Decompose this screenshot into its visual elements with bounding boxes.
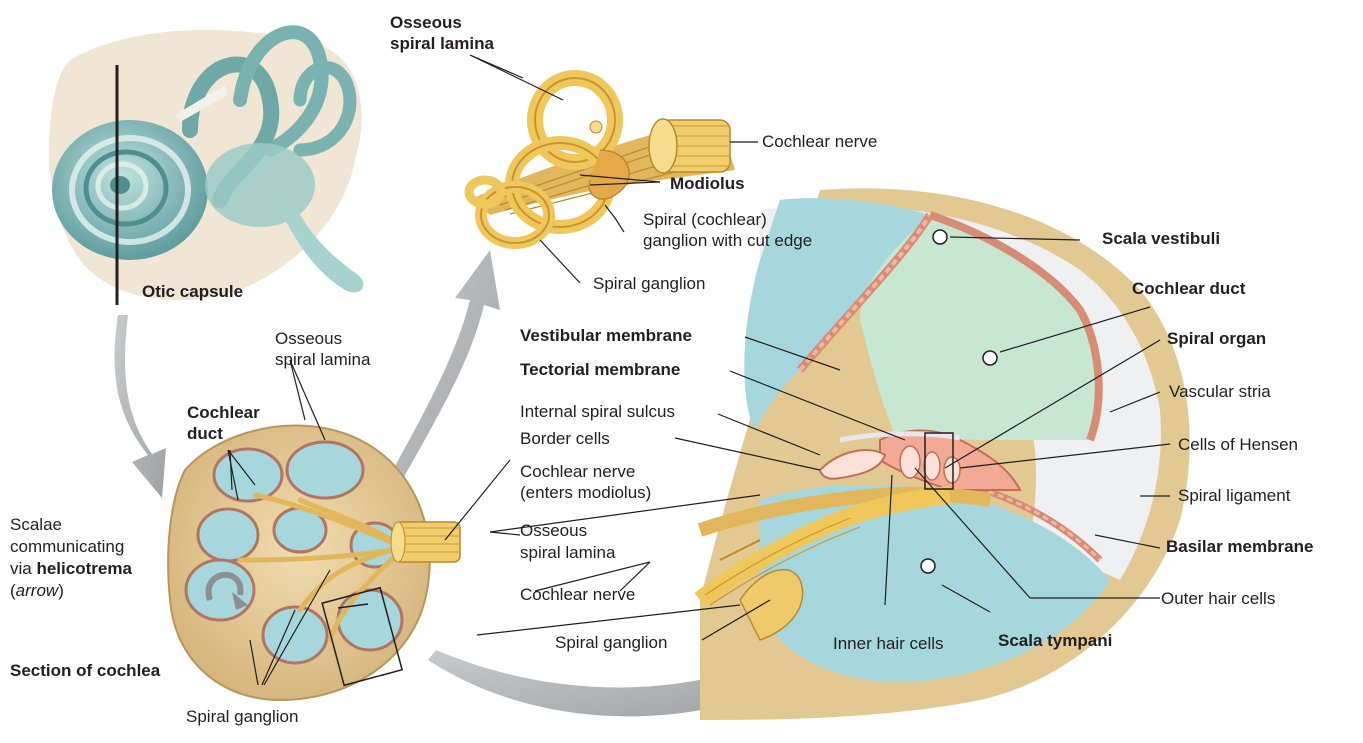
cells-of-hensen-label: Cells of Hensen xyxy=(1178,434,1298,455)
spiral-ligament-label: Spiral ligament xyxy=(1178,485,1290,506)
osseous-spiral-lamina-mid-label-line-2: spiral lamina xyxy=(275,349,370,370)
cochlear-duct-cross-section xyxy=(700,188,1190,720)
osseous-spiral-lamina-mid-label-line-1: Osseous xyxy=(275,328,342,349)
scalae-label-line-1: Scalae xyxy=(10,514,62,535)
spiral-ganglion-low-label: Spiral ganglion xyxy=(555,632,667,653)
cochlear-nerve-top-label: Cochlear nerve xyxy=(762,131,877,152)
modiolus-label: Modiolus xyxy=(670,173,745,194)
osseous-spiral-lamina-top-label-line-1: Osseous xyxy=(390,12,462,33)
cochlear-nerve-enters-label-line-1: Cochlear nerve xyxy=(520,461,635,482)
vestibular-membrane-label: Vestibular membrane xyxy=(520,325,692,346)
osseous-spiral-lamina-top-label-line-2: spiral lamina xyxy=(390,33,494,54)
arrow-word: arrow xyxy=(16,581,59,600)
spiral-cochlear-ganglion-label-line-1: Spiral (cochlear) xyxy=(643,209,767,230)
flow-arrow-up xyxy=(382,250,500,498)
inner-hair-cells-label: Inner hair cells xyxy=(833,633,944,654)
otic-capsule-illustration xyxy=(49,30,364,300)
cochlear-nerve-low-label: Cochlear nerve xyxy=(520,584,635,605)
otic-capsule-label: Otic capsule xyxy=(142,281,243,302)
section-of-cochlea-label: Section of cochlea xyxy=(10,660,160,681)
helicotrema-term: helicotrema xyxy=(36,559,131,578)
scala-tympani-label: Scala tympani xyxy=(998,630,1112,651)
osseous-spiral-lamina-low-label-line-1: Osseous xyxy=(520,520,587,541)
cochlear-duct-left-label-line-1: Cochlear xyxy=(187,402,260,423)
spiral-ganglion-bottom-label: Spiral ganglion xyxy=(186,706,298,727)
vascular-stria-label: Vascular stria xyxy=(1169,381,1271,402)
cochlea-section-illustration xyxy=(168,426,460,700)
border-cells-label: Border cells xyxy=(520,428,610,449)
scalae-label-line-3: via helicotrema xyxy=(10,558,132,579)
spiral-ganglion-top-label: Spiral ganglion xyxy=(593,273,705,294)
scala-vestibuli-label: Scala vestibuli xyxy=(1102,228,1220,249)
spiral-cochlear-ganglion-label-line-2: ganglion with cut edge xyxy=(643,230,812,251)
osseous-spiral-lamina-low-label-line-2: spiral lamina xyxy=(520,542,615,563)
cochlear-duct-right-label: Cochlear duct xyxy=(1132,278,1245,299)
paren-close: ) xyxy=(58,581,64,600)
cochlear-nerve-enters-label-line-2: (enters modiolus) xyxy=(520,482,651,503)
basilar-membrane-label: Basilar membrane xyxy=(1166,536,1313,557)
spiral-organ-label: Spiral organ xyxy=(1167,328,1266,349)
tectorial-membrane-label: Tectorial membrane xyxy=(520,359,680,380)
cochlear-duct-left-label-line-2: duct xyxy=(187,423,223,444)
scalae-label-line-2: communicating xyxy=(10,536,124,557)
scalae-via: via xyxy=(10,559,36,578)
outer-hair-cells-label: Outer hair cells xyxy=(1161,588,1275,609)
internal-spiral-sulcus-label: Internal spiral sulcus xyxy=(520,401,675,422)
scalae-label-line-4: (arrow) xyxy=(10,580,64,601)
flow-arrow-down xyxy=(115,315,166,498)
